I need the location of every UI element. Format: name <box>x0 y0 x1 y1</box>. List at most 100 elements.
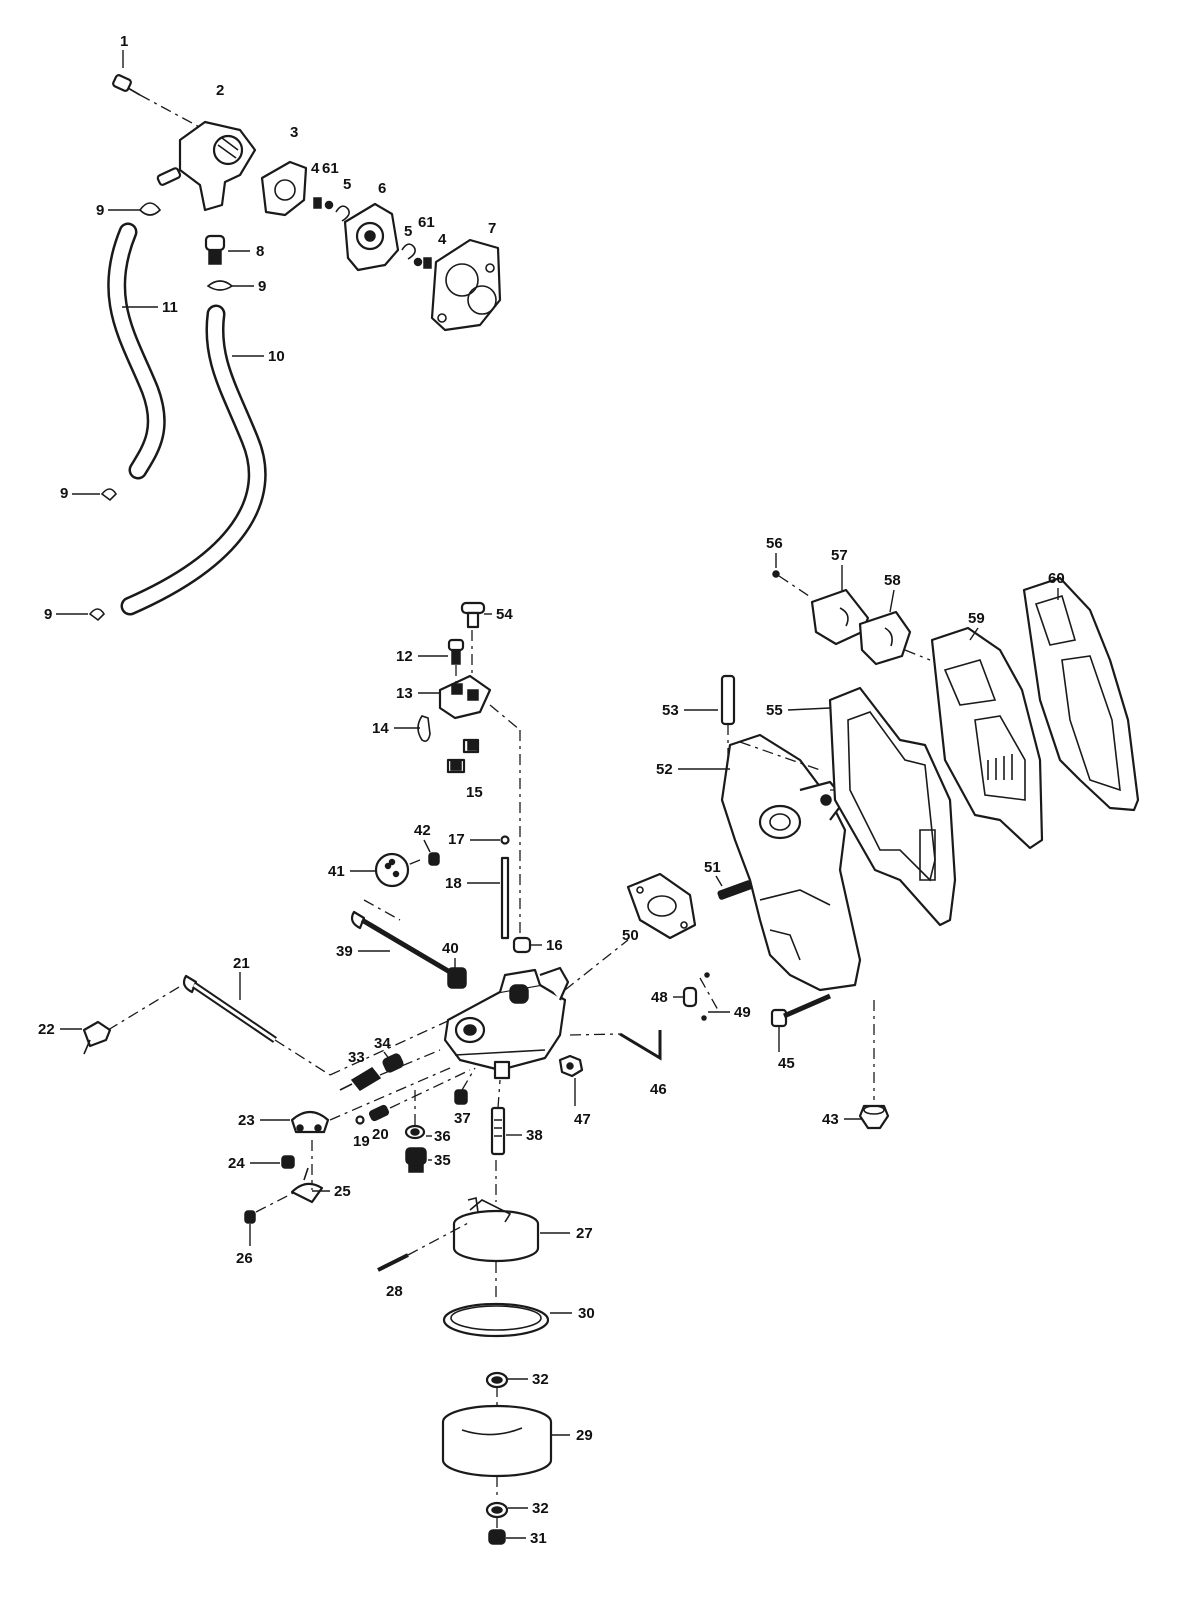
label-9b: 9 <box>258 278 266 295</box>
part-19-ball <box>355 1115 365 1125</box>
label-39: 39 <box>336 943 353 960</box>
label-58: 58 <box>884 572 901 589</box>
part-31-drain-screw <box>488 1529 506 1545</box>
label-9c: 9 <box>60 485 68 502</box>
label-34: 34 <box>374 1035 391 1052</box>
part-30-bowl-gasket <box>442 1302 550 1338</box>
label-7: 7 <box>488 220 496 237</box>
label-20: 20 <box>372 1126 389 1143</box>
part-51-stud <box>717 880 753 900</box>
label-23: 23 <box>238 1112 255 1129</box>
part-35-jet <box>405 1147 427 1173</box>
part-24-screw <box>281 1155 295 1169</box>
label-46: 46 <box>650 1081 667 1098</box>
label-61a: 61 <box>322 160 339 177</box>
label-57: 57 <box>831 547 848 564</box>
label-5b: 5 <box>404 223 412 240</box>
part-9-clip-upper <box>138 202 162 216</box>
label-59: 59 <box>968 610 985 627</box>
part-49-clip <box>701 972 710 1021</box>
part-26-screw <box>244 1210 256 1224</box>
part-9-clip-middle <box>206 280 234 291</box>
part-1-screw <box>112 74 141 96</box>
label-41: 41 <box>328 863 345 880</box>
part-13-bracket <box>438 674 492 720</box>
part-15-blocks <box>446 738 480 774</box>
part-5-61-4-valve-parts <box>401 243 432 269</box>
part-9-clip-lower-1 <box>100 488 118 502</box>
label-26: 26 <box>236 1250 253 1267</box>
part-45-screw <box>770 993 831 1028</box>
part-18-needle <box>500 856 510 940</box>
part-37-screw <box>454 1089 468 1105</box>
part-42-screw <box>428 852 440 866</box>
label-40: 40 <box>442 940 459 957</box>
label-6: 6 <box>378 180 386 197</box>
part-32-gasket-lower <box>485 1501 509 1519</box>
label-layer: 1 2 3 4 61 5 6 5 61 4 7 8 9 9 9 9 10 11 … <box>38 33 1065 1547</box>
label-13: 13 <box>396 685 413 702</box>
part-16-plug <box>512 936 532 954</box>
label-11: 11 <box>162 299 178 316</box>
label-53: 53 <box>662 702 679 719</box>
part-4-61-5-valve-parts <box>313 197 350 222</box>
label-4a: 4 <box>311 160 320 177</box>
part-2-pump-housing <box>156 120 257 212</box>
label-14: 14 <box>372 720 389 737</box>
part-21-choke-shaft <box>182 974 277 1043</box>
part-23-choke-plate <box>290 1110 330 1134</box>
label-38: 38 <box>526 1127 543 1144</box>
label-51: 51 <box>704 859 721 876</box>
label-35: 35 <box>434 1152 451 1169</box>
part-11-fuel-hose <box>107 222 166 480</box>
label-33: 33 <box>348 1049 365 1066</box>
part-17-ball <box>500 835 510 845</box>
part-47-nut <box>558 1054 584 1078</box>
part-29-float-bowl <box>441 1404 553 1478</box>
label-1: 1 <box>120 33 128 50</box>
label-9d: 9 <box>44 606 52 623</box>
carburetor-body <box>443 966 570 1080</box>
label-12: 12 <box>396 648 413 665</box>
part-36-washer <box>404 1124 426 1140</box>
part-57-reed-stop <box>810 588 870 646</box>
label-2: 2 <box>216 82 224 99</box>
part-28-float-pin <box>377 1253 409 1272</box>
label-16: 16 <box>546 937 563 954</box>
part-3-gasket <box>260 160 308 217</box>
label-3: 3 <box>290 124 298 141</box>
label-27: 27 <box>576 1225 593 1242</box>
part-8-fitting <box>204 234 226 265</box>
part-10-fuel-hose <box>120 304 267 616</box>
part-55-gasket <box>828 686 957 927</box>
label-47: 47 <box>574 1111 591 1128</box>
part-22-lever <box>82 1020 112 1055</box>
label-8: 8 <box>256 243 264 260</box>
part-20-spring <box>368 1104 390 1122</box>
label-30: 30 <box>578 1305 595 1322</box>
label-5a: 5 <box>343 176 351 193</box>
part-54-plug <box>460 601 486 629</box>
label-50: 50 <box>622 927 639 944</box>
label-4b: 4 <box>438 231 447 248</box>
label-15: 15 <box>466 784 483 801</box>
label-60: 60 <box>1048 570 1065 587</box>
part-7-pump-cover <box>430 238 502 332</box>
label-55: 55 <box>766 702 783 719</box>
label-19: 19 <box>353 1133 370 1150</box>
part-39-throttle-shaft <box>350 910 457 978</box>
label-56: 56 <box>766 535 783 552</box>
label-28: 28 <box>386 1283 403 1300</box>
part-43-plug <box>858 1104 890 1130</box>
fuel-pump-group <box>112 74 502 332</box>
label-49: 49 <box>734 1004 751 1021</box>
part-9-clip-lower-2 <box>88 608 106 622</box>
label-48: 48 <box>651 989 668 1006</box>
part-48-pin <box>682 986 698 1008</box>
label-42: 42 <box>414 822 431 839</box>
part-38-nozzle <box>490 1106 506 1156</box>
part-14-ring <box>417 715 431 742</box>
part-32-gasket-upper <box>485 1371 509 1389</box>
label-17: 17 <box>448 831 465 848</box>
